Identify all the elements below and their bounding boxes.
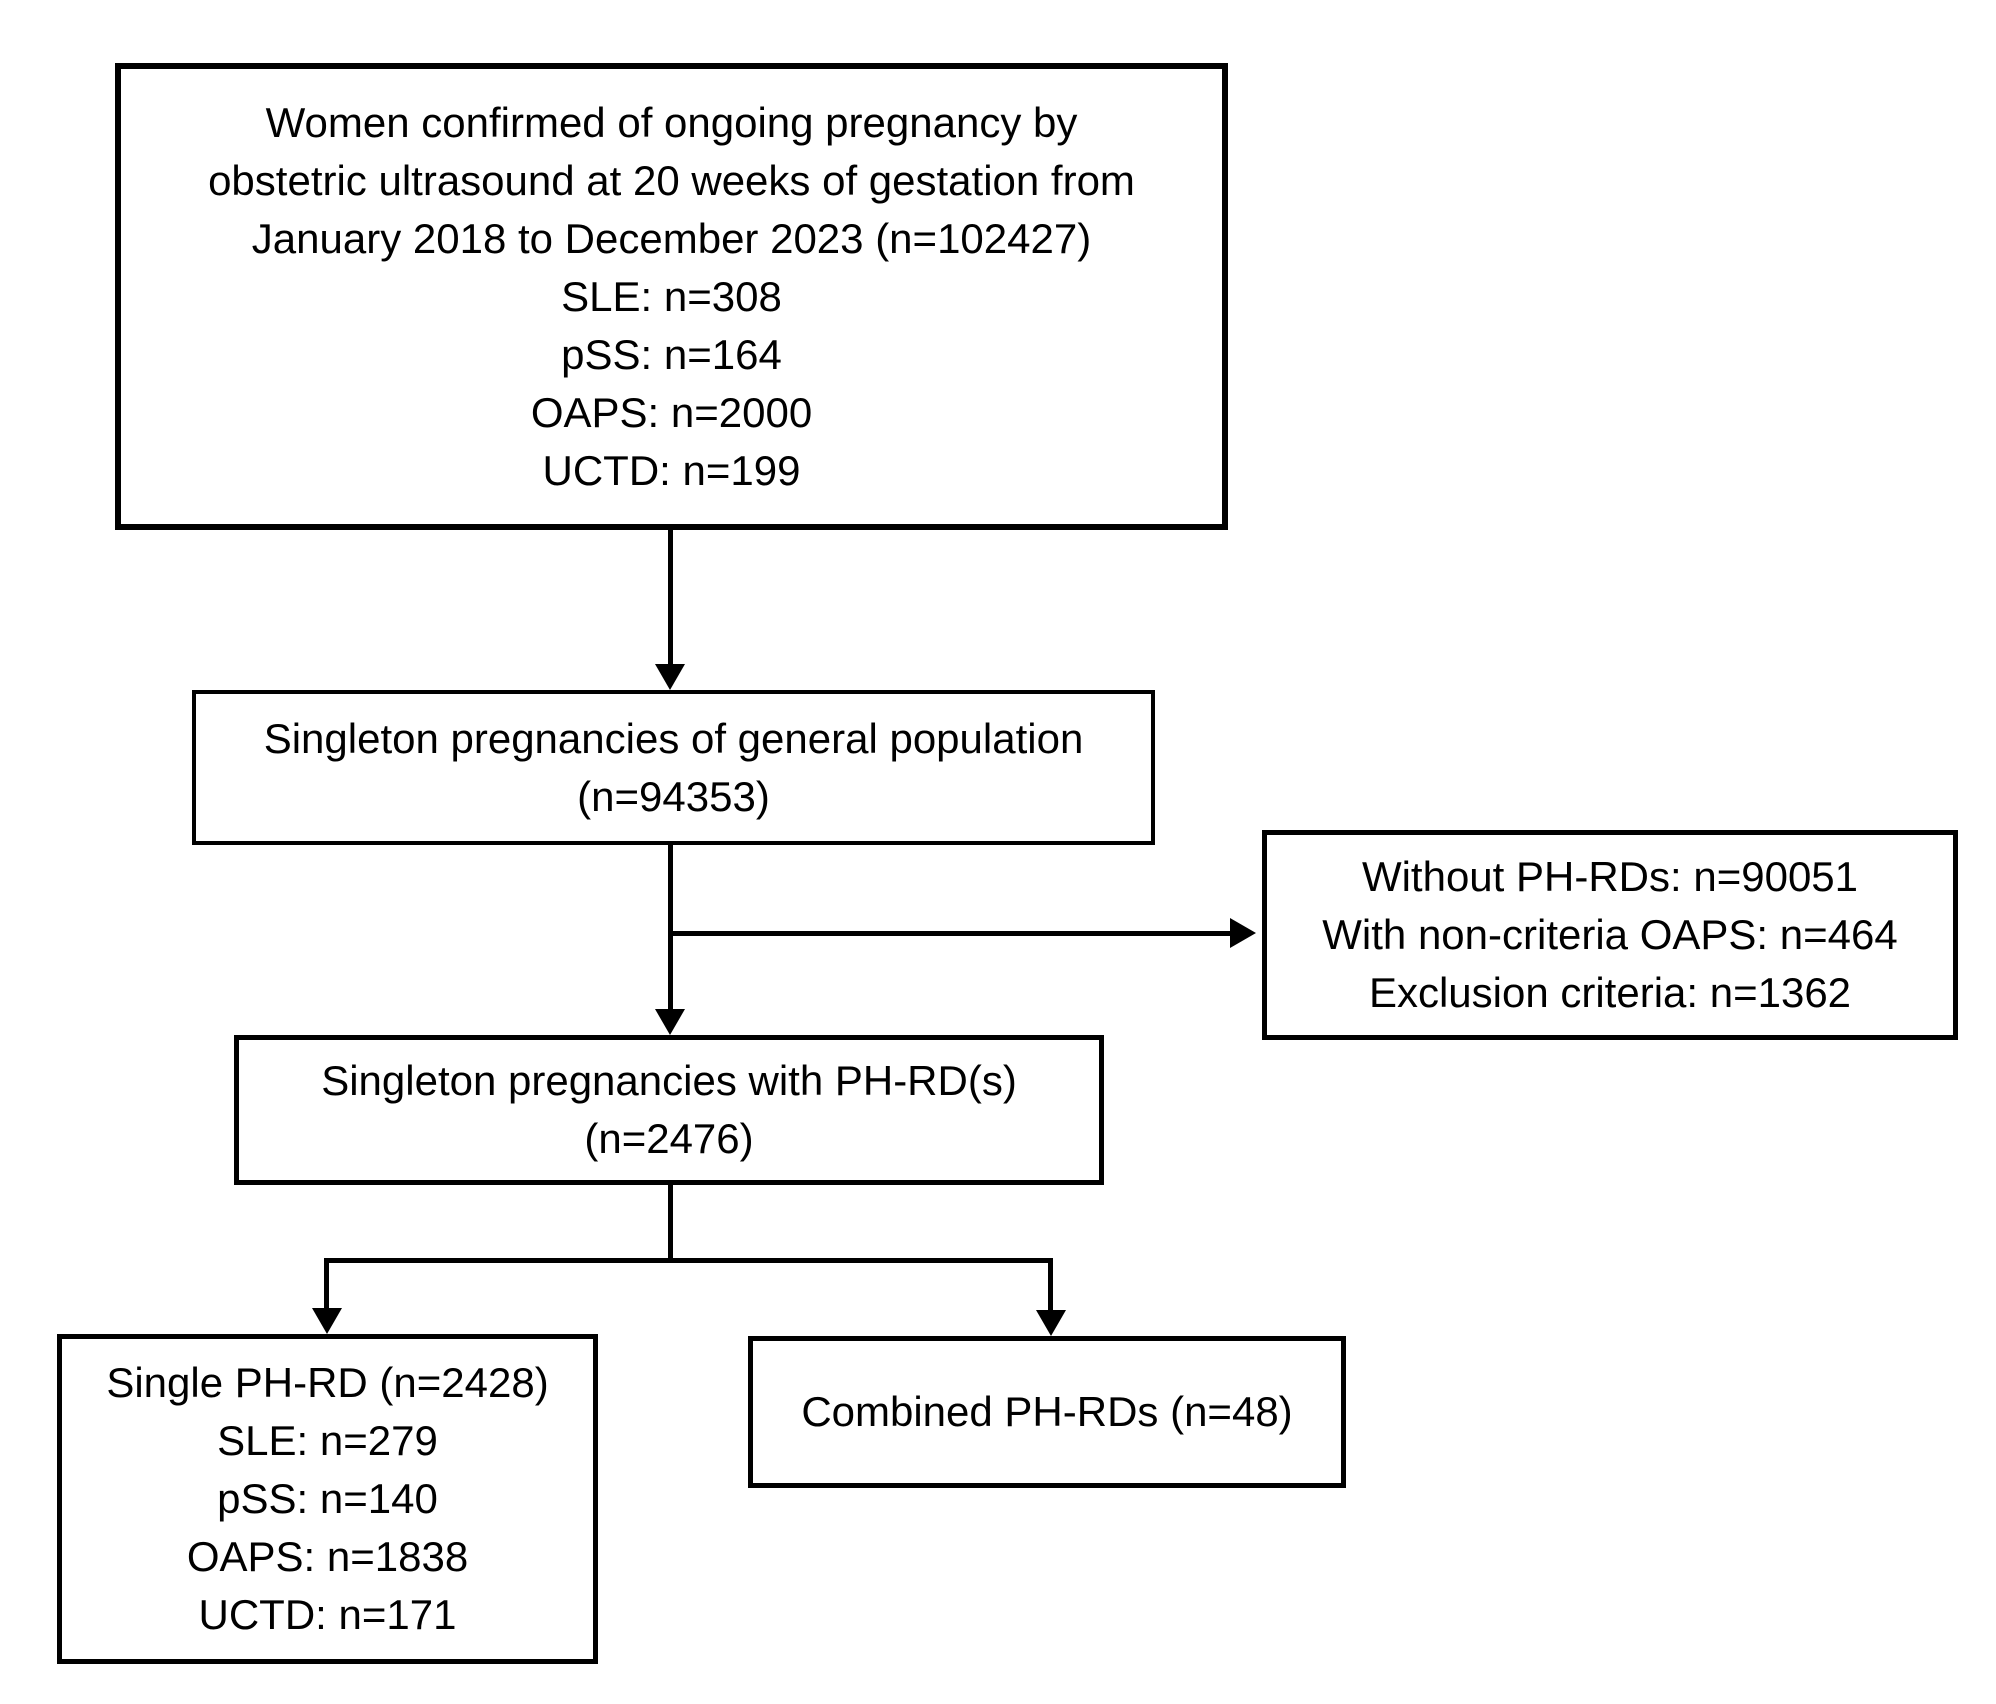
combined-phrds-box: Combined PH-RDs (n=48) <box>748 1336 1346 1488</box>
general-box-line: Singleton pregnancies of general populat… <box>263 714 1084 762</box>
general-population-box: Singleton pregnancies of general populat… <box>192 690 1155 845</box>
excluded-box-line: Without PH-RDs: n=90051 <box>1361 853 1859 900</box>
connector-eligible-to-general <box>668 530 673 664</box>
single-phrd-box-line: SLE: n=279 <box>217 1417 438 1464</box>
eligible-box-line: UCTD: n=199 <box>542 446 801 494</box>
single-phrd-box-line: UCTD: n=171 <box>198 1591 457 1638</box>
eligible-box-line: January 2018 to December 2023 (n=102427) <box>251 214 1092 262</box>
single-phrd-box-line: Single PH-RD (n=2428) <box>106 1359 549 1406</box>
single-phrd-box-line: pSS: n=140 <box>217 1475 438 1522</box>
eligible-box-line: obstetric ultrasound at 20 weeks of gest… <box>208 156 1135 204</box>
arrowhead-right-icon <box>1230 918 1256 948</box>
connector-general-to-phrd <box>668 845 673 1009</box>
arrowhead-down-icon <box>655 1009 685 1035</box>
eligible-population-box: Women confirmed of ongoing pregnancy by … <box>115 63 1228 530</box>
eligible-box-line: OAPS: n=2000 <box>530 388 813 436</box>
single-phrd-box-line: OAPS: n=1838 <box>186 1533 469 1580</box>
excluded-box-line: Exclusion criteria: n=1362 <box>1368 969 1852 1016</box>
connector-phrd-down <box>668 1185 673 1263</box>
arrowhead-down-icon <box>655 664 685 690</box>
connector-split-horizontal <box>324 1258 1053 1263</box>
eligible-box-line: pSS: n=164 <box>561 330 782 378</box>
arrowhead-down-icon <box>312 1308 342 1334</box>
connector-split-left <box>324 1258 329 1308</box>
phrd-box-line: (n=2476) <box>584 1115 754 1162</box>
connector-split-right <box>1048 1258 1053 1310</box>
single-phrd-box: Single PH-RD (n=2428) SLE: n=279 pSS: n=… <box>57 1334 598 1664</box>
general-box-line: (n=94353) <box>577 772 770 820</box>
excluded-box-line: With non-criteria OAPS: n=464 <box>1322 911 1898 958</box>
eligible-box-line: SLE: n=308 <box>561 272 782 320</box>
arrowhead-down-icon <box>1036 1310 1066 1336</box>
combined-phrds-box-line: Combined PH-RDs (n=48) <box>801 1388 1293 1435</box>
phrd-pregnancies-box: Singleton pregnancies with PH-RD(s) (n=2… <box>234 1035 1104 1185</box>
excluded-box: Without PH-RDs: n=90051 With non-criteri… <box>1262 830 1958 1040</box>
eligible-box-line: Women confirmed of ongoing pregnancy by <box>265 98 1078 146</box>
phrd-box-line: Singleton pregnancies with PH-RD(s) <box>321 1057 1017 1104</box>
connector-branch-to-excluded <box>668 931 1230 936</box>
